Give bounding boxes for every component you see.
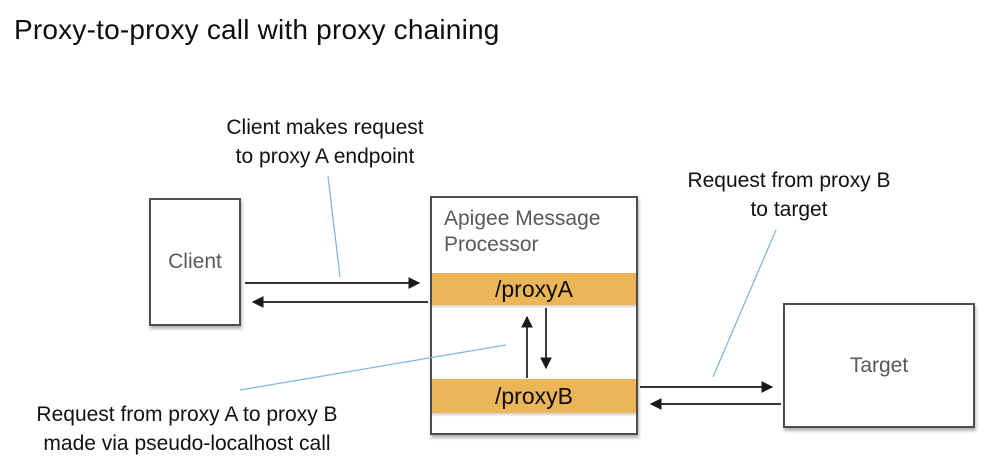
proxy-a-endpoint-label: /proxyA [495, 275, 573, 302]
annotation-proxya-to-proxyb: Request from proxy A to proxy B made via… [6, 400, 368, 458]
diagram-title: Proxy-to-proxy call with proxy chaining [14, 14, 500, 45]
proxy-b-endpoint-bar: /proxyB [432, 379, 636, 413]
annotation-line: Request from proxy A to proxy B [36, 403, 338, 426]
callout-line-proxyb-target [712, 229, 777, 378]
message-processor-node: Apigee Message Processor /proxyA /proxyB [430, 196, 638, 435]
callout-line-client-request [327, 175, 341, 278]
client-node: Client [149, 198, 241, 326]
annotation-line: to proxy A endpoint [235, 145, 415, 168]
target-node: Target [783, 303, 975, 428]
annotation-client-request: Client makes request to proxy A endpoint [165, 113, 485, 171]
client-label: Client [168, 250, 222, 273]
annotation-line: made via pseudo-localhost call [43, 432, 331, 455]
annotation-line: Client makes request [226, 116, 424, 139]
proxy-a-endpoint-bar: /proxyA [432, 273, 636, 305]
annotation-line: Request from proxy B [687, 169, 891, 192]
annotation-proxyb-to-target: Request from proxy B to target [629, 166, 949, 224]
target-label: Target [849, 353, 909, 377]
proxy-b-endpoint-label: /proxyB [495, 382, 573, 409]
annotation-line: to target [750, 198, 828, 221]
message-processor-label: Apigee Message Processor [444, 207, 601, 256]
